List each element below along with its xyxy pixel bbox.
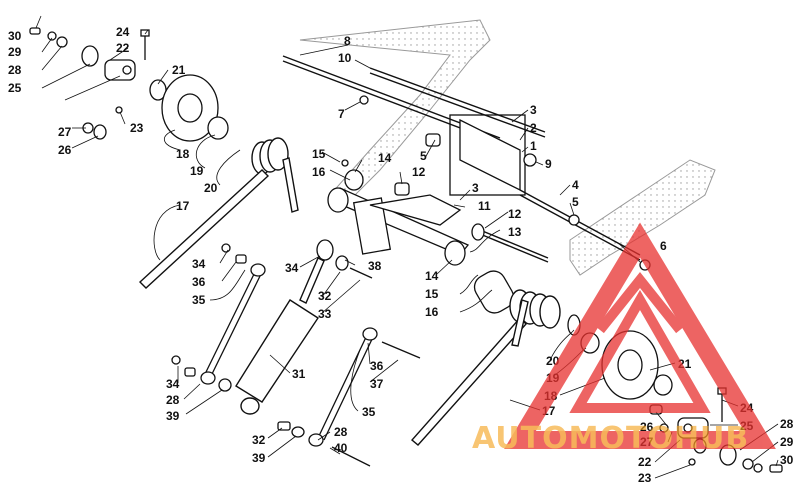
callout-35a: 35 — [192, 293, 206, 307]
callout-25: 25 — [8, 81, 22, 95]
callout-2: 2 — [530, 121, 537, 135]
callout-26b: 26 — [640, 420, 654, 434]
callout-35b: 35 — [362, 405, 376, 419]
callout-38: 38 — [368, 259, 382, 273]
callout-15a: 15 — [312, 147, 326, 161]
leader-lines — [35, 15, 779, 479]
callout-6: 6 — [660, 239, 667, 253]
upper-left-hardware — [29, 27, 229, 142]
callout-19: 19 — [190, 164, 204, 178]
lower-linkage — [277, 327, 421, 467]
callout-31: 31 — [292, 367, 306, 381]
callout-12b: 12 — [508, 207, 522, 221]
callout-36a: 36 — [192, 275, 206, 289]
center-arm-assembly — [316, 95, 651, 314]
callout-4: 4 — [572, 178, 579, 192]
callout-17: 17 — [176, 199, 190, 213]
callout-34b: 34 — [285, 261, 299, 275]
callout-5b: 5 — [572, 195, 579, 209]
callout-28c: 28 — [780, 417, 794, 431]
shock-absorber — [235, 257, 325, 415]
callout-1: 1 — [530, 139, 537, 153]
callout-3a: 3 — [530, 103, 537, 117]
callout-22b: 22 — [638, 455, 652, 469]
callout-29b: 29 — [780, 435, 794, 449]
callout-14b: 14 — [425, 269, 439, 283]
callout-7: 7 — [338, 107, 345, 121]
callout-20: 20 — [204, 181, 218, 195]
automotohub-watermark: AUTOMOTOHUB — [472, 222, 776, 456]
callout-33: 33 — [318, 307, 332, 321]
callout-5a: 5 — [420, 149, 427, 163]
callout-10: 10 — [338, 51, 352, 65]
callout-32b: 32 — [252, 433, 266, 447]
callout-32a: 32 — [318, 289, 332, 303]
callout-39a: 39 — [166, 409, 180, 423]
callout-24: 24 — [116, 25, 130, 39]
callout-28b: 28 — [334, 425, 348, 439]
callout-36b: 36 — [370, 359, 384, 373]
callout-16a: 16 — [312, 165, 326, 179]
callout-39b: 39 — [252, 451, 266, 465]
callout-30: 30 — [8, 29, 22, 43]
callout-30b: 30 — [780, 453, 794, 467]
upper-torsion-spring — [138, 137, 299, 289]
watermark-text: AUTOMOTOHUB — [472, 421, 749, 456]
callout-9: 9 — [545, 157, 552, 171]
callout-13: 13 — [508, 225, 522, 239]
left-linkage — [171, 243, 266, 392]
callout-12a: 12 — [412, 165, 426, 179]
callout-14a: 14 — [378, 151, 392, 165]
callout-23b: 23 — [638, 471, 652, 485]
callout-28a: 28 — [166, 393, 180, 407]
callout-27: 27 — [58, 125, 72, 139]
callout-22: 22 — [116, 41, 130, 55]
callout-labels: 30 29 28 25 24 22 21 27 26 23 18 19 20 1… — [8, 25, 794, 485]
callout-21: 21 — [172, 63, 186, 77]
callout-18: 18 — [176, 147, 190, 161]
right-skid-rail — [569, 159, 716, 276]
callout-16b: 16 — [425, 305, 439, 319]
callout-3b: 3 — [472, 181, 479, 195]
callout-34a: 34 — [192, 257, 206, 271]
callout-28: 28 — [8, 63, 22, 77]
callout-8: 8 — [344, 34, 351, 48]
callout-37: 37 — [370, 377, 384, 391]
callout-26: 26 — [58, 143, 72, 157]
callout-11: 11 — [478, 199, 491, 213]
callout-34c: 34 — [166, 377, 180, 391]
callout-29: 29 — [8, 45, 22, 59]
callout-15b: 15 — [425, 287, 439, 301]
lower-torsion-spring — [410, 289, 561, 446]
callout-23: 23 — [130, 121, 144, 135]
callout-40: 40 — [334, 441, 348, 455]
